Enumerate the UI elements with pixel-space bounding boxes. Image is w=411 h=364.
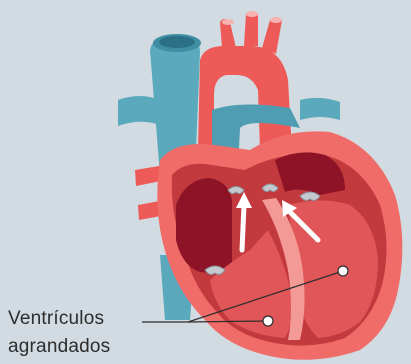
callout-label-line2: agrandados [8,337,110,356]
callout-label-line1: Ventrículos [8,309,104,328]
right-atrium [176,178,232,273]
blue-vessel-left [118,96,160,126]
